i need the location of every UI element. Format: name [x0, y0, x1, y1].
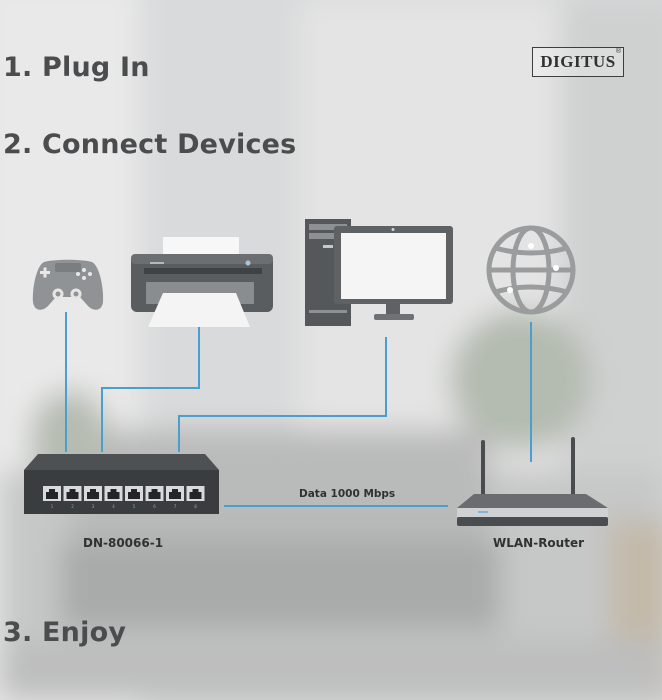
switch-port: 5: [125, 486, 143, 509]
switch-port: 2: [63, 486, 82, 509]
switch-port-number: 3: [92, 504, 95, 509]
switch-port-number: 7: [174, 504, 177, 509]
switch-port-number: 4: [112, 504, 115, 509]
printer-icon: [131, 237, 273, 327]
switch-port: 8: [186, 486, 205, 509]
switch-port-number: 8: [194, 504, 197, 509]
switch-port-number: 1: [51, 504, 54, 509]
step-1-heading: 1. Plug In: [3, 52, 150, 83]
link-speed-label: Data 1000 Mbps: [299, 488, 396, 500]
switch-port-number: 5: [133, 504, 136, 509]
step-2-heading: 2. Connect Devices: [3, 129, 297, 160]
wlan-router: [457, 437, 608, 526]
step-3-heading: 3. Enjoy: [3, 617, 127, 648]
desktop-computer-icon: [305, 219, 453, 326]
router-label: WLAN-Router: [493, 536, 585, 550]
globe-icon: [486, 225, 576, 315]
switch-port-number: 6: [153, 504, 156, 509]
gamepad-icon: [32, 259, 104, 310]
switch-port: 7: [166, 486, 184, 509]
switch-model-label: DN-80066-1: [83, 536, 164, 550]
network-switch: 1 2 3 4 5 6 7 8: [24, 454, 219, 514]
switch-port: 3: [84, 486, 102, 509]
switch-port-number: 2: [71, 504, 74, 509]
cables: [65, 312, 532, 507]
cable-computer: [178, 337, 387, 452]
cable-printer: [101, 327, 200, 452]
switch-ports: 1 2 3 4 5 6 7 8: [43, 486, 205, 509]
switch-port: 6: [145, 486, 164, 509]
switch-port: 1: [43, 486, 61, 509]
brand-registered-mark: ®: [615, 48, 621, 55]
brand-name: DIGITUS: [540, 52, 616, 71]
switch-port: 4: [104, 486, 123, 509]
brand-logo: DIGITUS ®: [532, 47, 624, 77]
